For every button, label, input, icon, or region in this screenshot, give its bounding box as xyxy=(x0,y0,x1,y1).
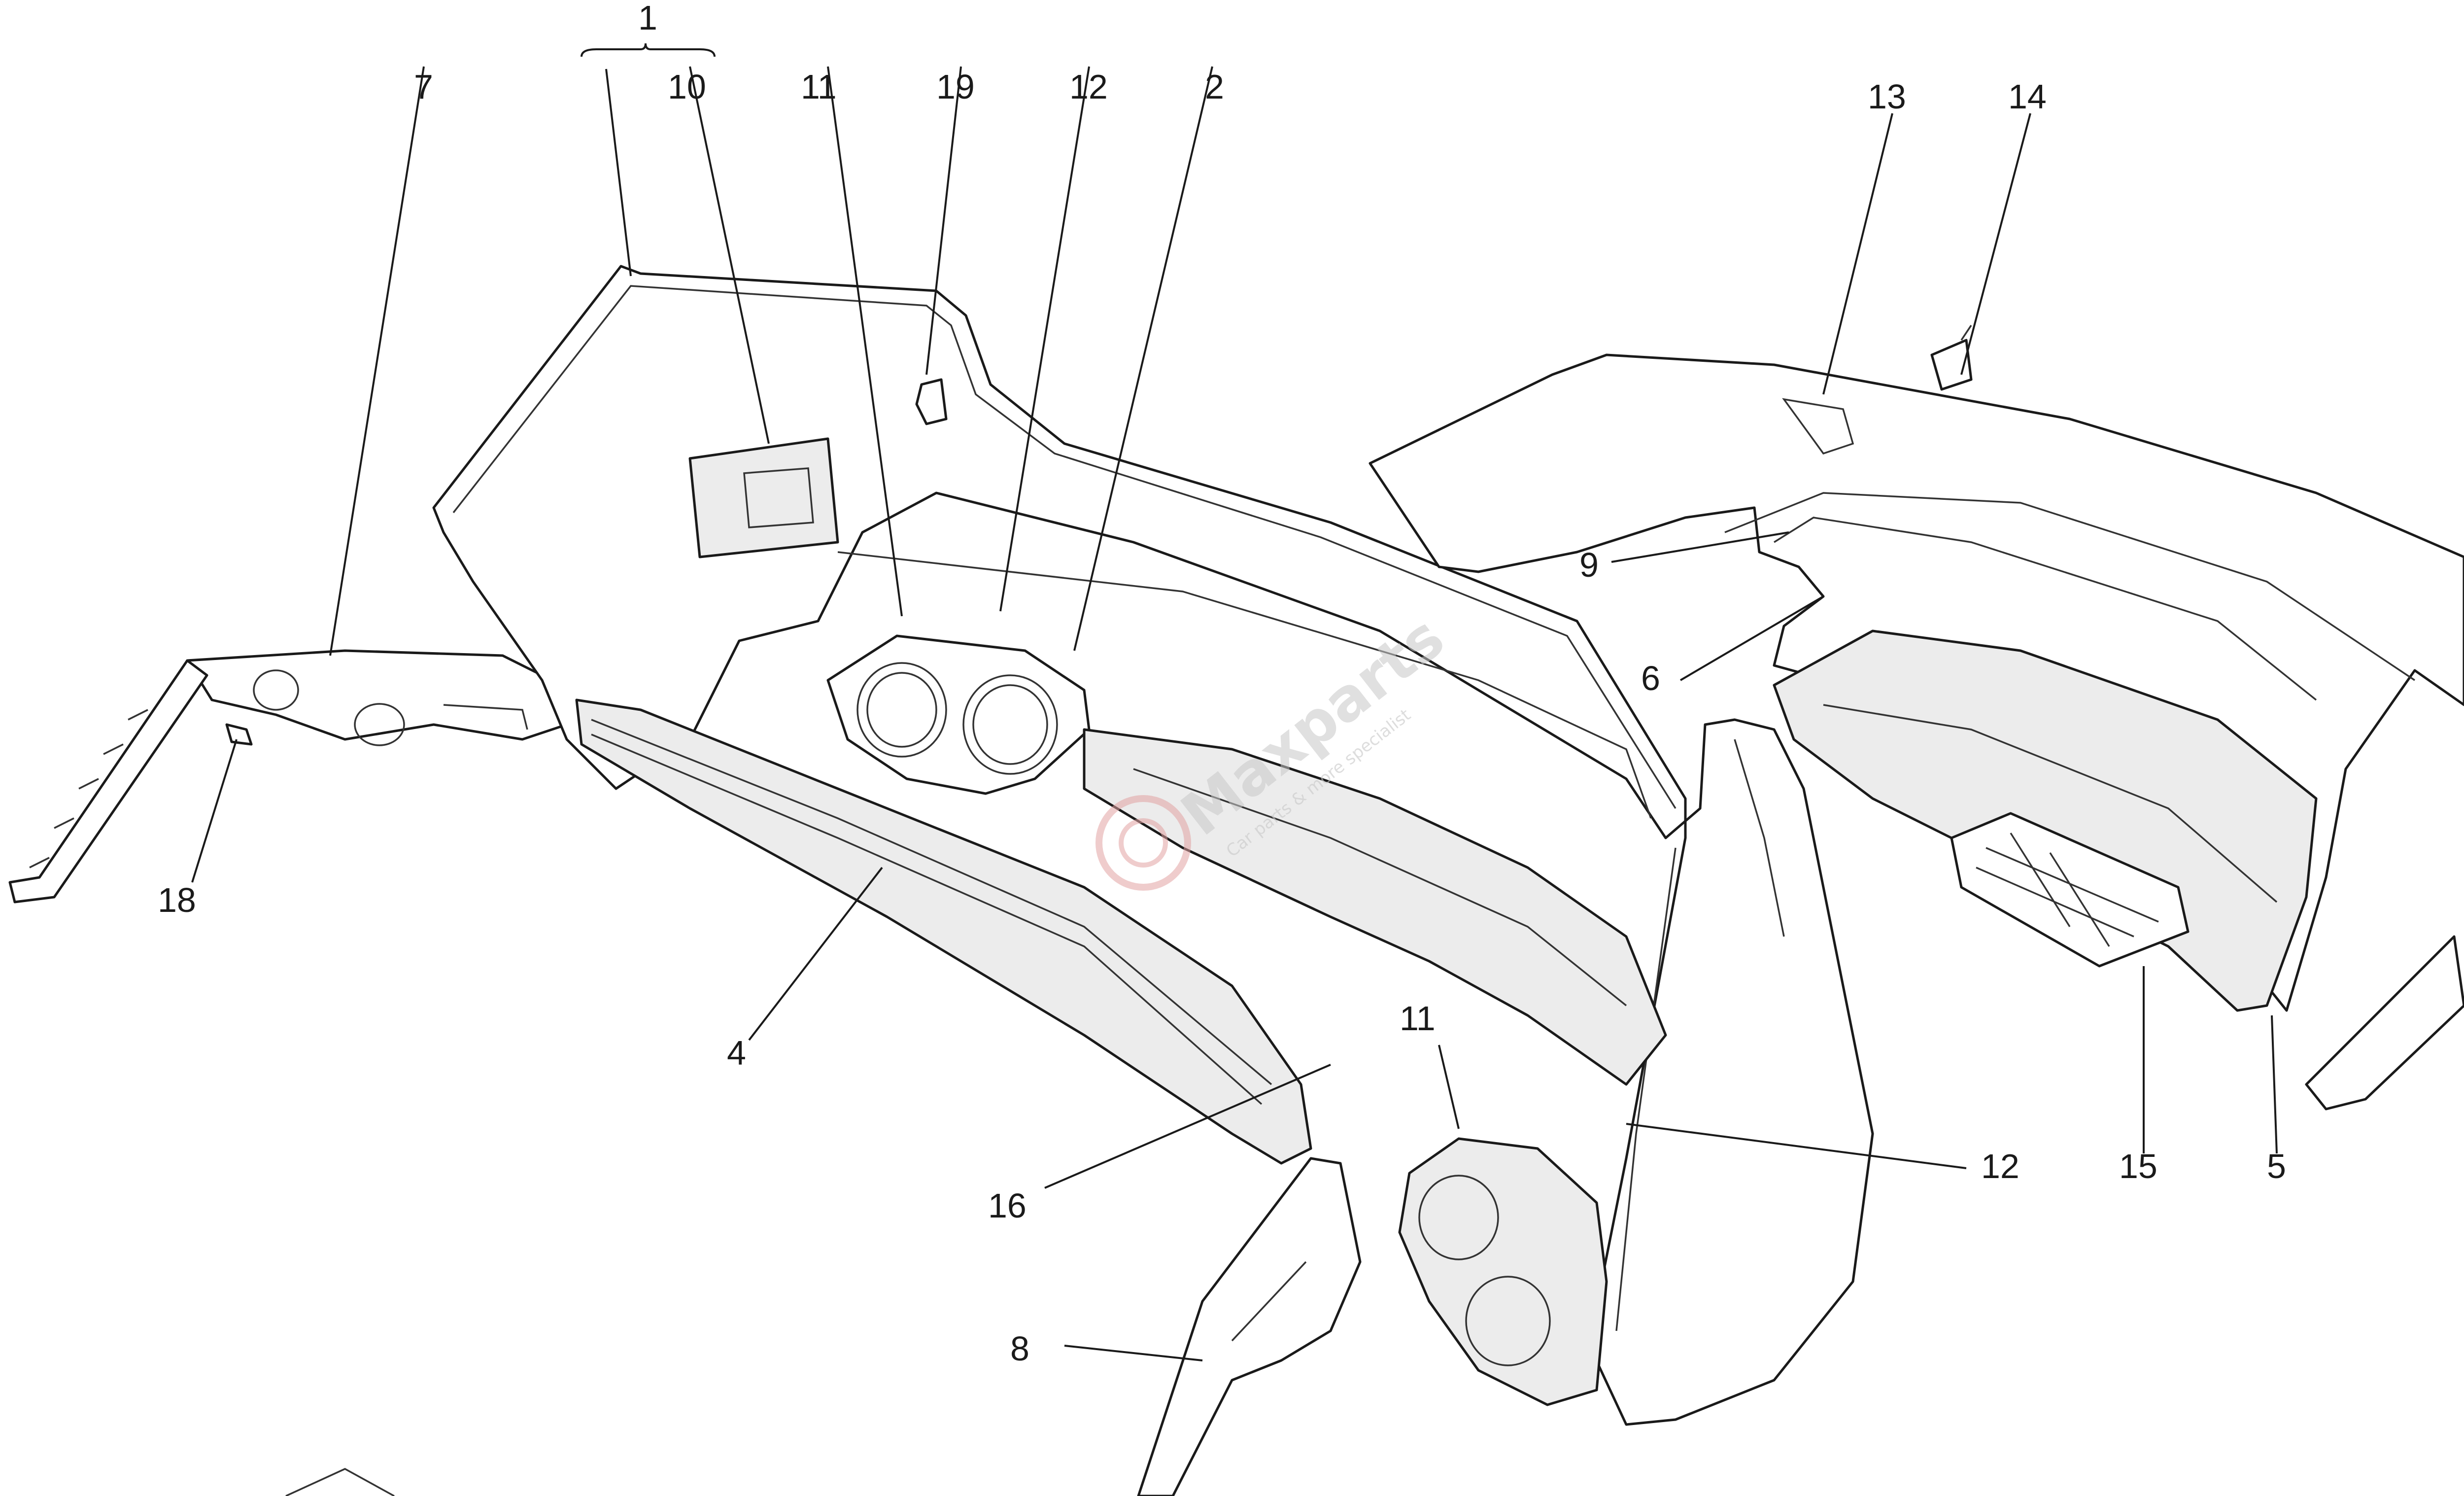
bumper-cover-part-1[interactable] xyxy=(432,265,1874,1426)
callout-13: 13 xyxy=(1868,77,1906,116)
bracket-right[interactable] xyxy=(2305,935,2464,1111)
callout-15: 15 xyxy=(2119,1147,2157,1185)
callout-1: 1 xyxy=(638,0,657,37)
callout-11-bottom: 11 xyxy=(1400,999,1436,1038)
beam-part-4[interactable] xyxy=(575,698,1312,1165)
callout-11-top: 11 xyxy=(801,68,837,106)
bracket-left-part-7[interactable] xyxy=(186,649,568,746)
callout-10: 10 xyxy=(668,68,706,106)
callout-14: 14 xyxy=(2008,77,2047,116)
absorber-middle[interactable] xyxy=(1083,728,1667,1086)
callout-5: 5 xyxy=(2267,1147,2286,1185)
callout-labels: 1 7 10 11 19 12 2 13 14 9 6 18 4 11 12 1… xyxy=(158,0,2286,1368)
exhaust-bezel-right[interactable] xyxy=(1398,1137,1608,1406)
clip-strip-left[interactable] xyxy=(8,659,208,904)
hook-part-14[interactable] xyxy=(1930,325,1973,391)
callout-4: 4 xyxy=(727,1034,746,1072)
license-bracket-part-10[interactable] xyxy=(688,437,839,558)
callout-12-bottom: 12 xyxy=(1981,1147,2019,1185)
callout-12-top: 12 xyxy=(1069,68,1108,106)
screw-part-18[interactable] xyxy=(225,723,253,746)
reference-box xyxy=(285,1468,395,1496)
callout-6: 6 xyxy=(1641,659,1660,697)
callout-19: 19 xyxy=(936,68,975,106)
callout-8: 8 xyxy=(1010,1329,1029,1368)
mesh-panel-part-15[interactable] xyxy=(1950,812,2190,968)
callout-16: 16 xyxy=(988,1186,1027,1225)
leader-lines xyxy=(191,43,2278,1361)
bracket-lower-part-8[interactable] xyxy=(1137,1157,1362,1496)
callout-9: 9 xyxy=(1579,546,1599,584)
callout-7: 7 xyxy=(414,68,433,106)
callout-2: 2 xyxy=(1205,68,1224,106)
exhaust-bezel-part-2[interactable] xyxy=(826,634,1091,795)
callout-18: 18 xyxy=(158,881,196,919)
sensor-part-19[interactable] xyxy=(915,378,948,425)
